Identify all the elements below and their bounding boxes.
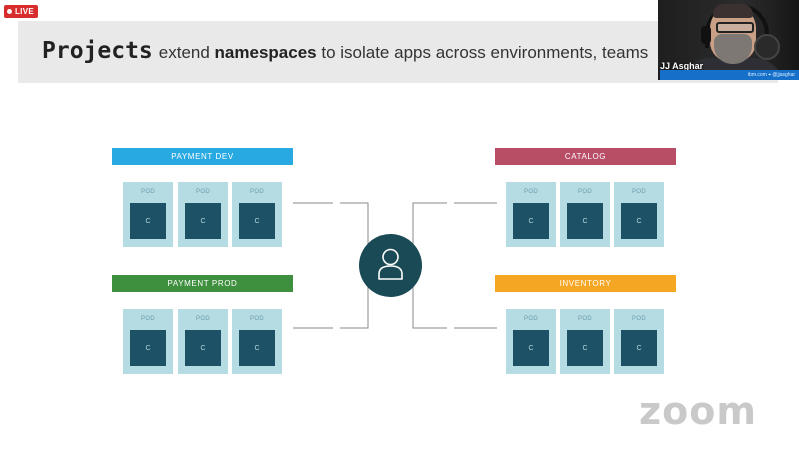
connector-inventory: [412, 284, 497, 329]
title-part2: to isolate apps across environments, tea…: [316, 43, 649, 62]
pod: POD C: [560, 309, 610, 374]
pod-label: POD: [196, 316, 210, 322]
pod-label: POD: [141, 189, 155, 195]
title-part1: extend: [158, 43, 215, 62]
namespace-label: CATALOG: [564, 152, 607, 161]
namespace-label: PAYMENT PROD: [167, 279, 238, 288]
namespace-header-payment-dev: PAYMENT DEV: [112, 148, 293, 165]
container: C: [185, 330, 221, 366]
pod-label: POD: [250, 189, 264, 195]
pod: POD C: [178, 309, 228, 374]
slide-title-bar: Projects extend namespaces to isolate app…: [18, 21, 778, 83]
microphone-icon: [754, 34, 780, 60]
container: C: [567, 330, 603, 366]
pod: POD C: [123, 309, 173, 374]
pod-label: POD: [524, 189, 538, 195]
live-dot-icon: [7, 9, 12, 14]
container: C: [621, 203, 657, 239]
pod: POD C: [178, 182, 228, 247]
container: C: [239, 203, 275, 239]
pod: POD C: [614, 182, 664, 247]
container: C: [567, 203, 603, 239]
pod: POD C: [506, 309, 556, 374]
pod-label: POD: [524, 316, 538, 322]
namespace-label: PAYMENT DEV: [171, 152, 234, 161]
pod-label: POD: [578, 189, 592, 195]
namespace-header-inventory: INVENTORY: [495, 275, 676, 292]
pod-label: POD: [632, 316, 646, 322]
namespace-header-catalog: CATALOG: [495, 148, 676, 165]
pod-label: POD: [578, 316, 592, 322]
pod: POD C: [123, 182, 173, 247]
speaker-name: JJ Asghar: [660, 61, 704, 71]
pod: POD C: [232, 182, 282, 247]
container: C: [130, 203, 166, 239]
pod: POD C: [232, 309, 282, 374]
pod-label: POD: [141, 316, 155, 322]
container: C: [185, 203, 221, 239]
zoom-watermark: zoom: [639, 389, 757, 433]
user-icon: [378, 248, 403, 280]
pod-label: POD: [632, 189, 646, 195]
live-badge: LIVE: [4, 5, 38, 18]
container: C: [513, 203, 549, 239]
container: C: [621, 330, 657, 366]
title-keyword: Projects: [42, 38, 153, 64]
pod: POD C: [560, 182, 610, 247]
pod-label: POD: [250, 316, 264, 322]
live-label: LIVE: [15, 7, 34, 16]
container: C: [513, 330, 549, 366]
pod: POD C: [506, 182, 556, 247]
slide-title: Projects extend namespaces to isolate app…: [42, 38, 648, 64]
connector-payment-prod: [293, 284, 369, 329]
speaker-subtitle: ibm.com ⌖ @jjasghar: [660, 70, 799, 80]
container: C: [239, 330, 275, 366]
namespace-label: INVENTORY: [559, 279, 612, 288]
namespace-header-payment-prod: PAYMENT PROD: [112, 275, 293, 292]
connector-catalog: [412, 202, 497, 248]
connector-payment-dev: [293, 202, 369, 248]
pod-label: POD: [196, 189, 210, 195]
pod: POD C: [614, 309, 664, 374]
container: C: [130, 330, 166, 366]
user-hub: [359, 234, 422, 297]
speaker-webcam: JJ Asghar ibm.com ⌖ @jjasghar: [658, 0, 799, 80]
title-bold: namespaces: [214, 43, 317, 62]
